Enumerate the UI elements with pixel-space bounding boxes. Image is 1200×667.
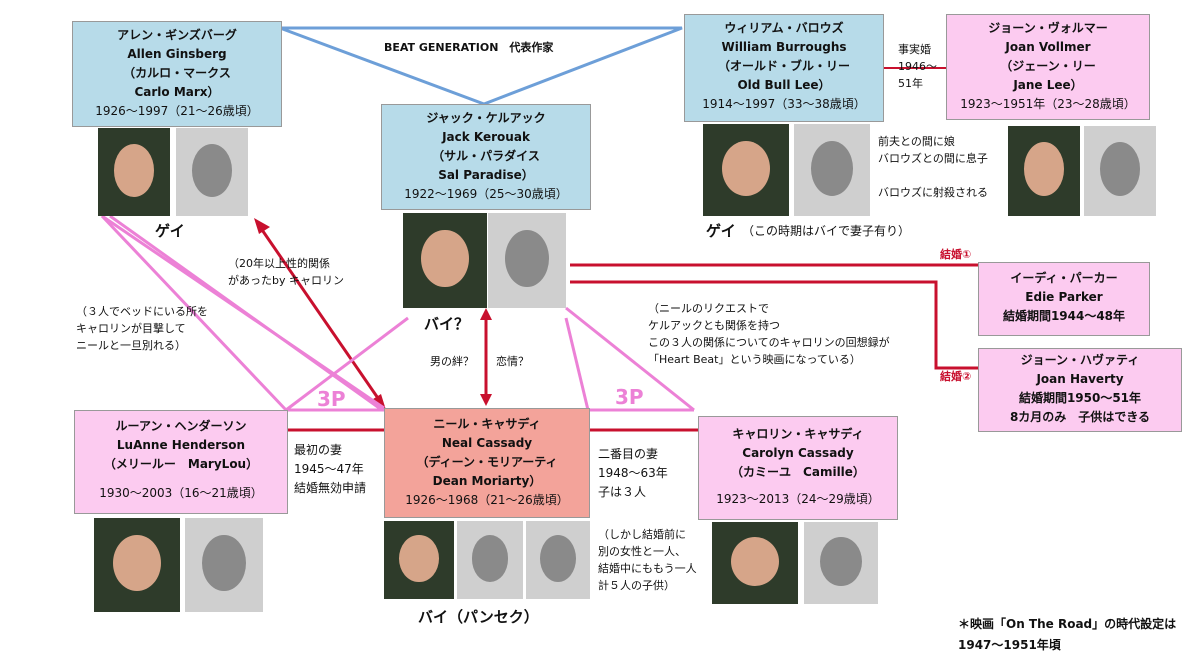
footnote: ＊映画「On The Road」の時代設定は 1947～1951年頃 [958,617,1177,652]
henderson-name-en: LuAnne Henderson [116,438,246,452]
other-children-note: （しかし結婚前に 別の女性と一人、 結婚中にももう一人 計５人の子供） [598,528,697,592]
ginsberg-box: アレン・ギンズバーグ Allen Ginsberg （カルロ・マークス Carl… [72,21,282,127]
vollmer-box: ジョーン・ヴォルマー Joan Vollmer （ジェーン・リー Jane Le… [946,14,1150,120]
henderson-name-jp: ルーアン・ヘンダーソン [115,419,247,433]
burroughs-orientation-tag: ゲイ [706,222,736,240]
vollmer-notes: 前夫との間に娘 バロウズとの間に息子 バロウズに射殺される [878,135,988,199]
common-law-note: 事実婚 1946～ 51年 [898,43,937,90]
vollmer-role-jp: （ジェーン・リー [1000,59,1096,73]
arrowhead-up-ginsberg [254,218,270,234]
beat-generation-triangle [279,26,683,106]
carolyn-actor-photo [712,522,798,604]
kerouac-real-photo [488,213,566,308]
cassady-years: 1926～1968（21～26歳頃） [405,493,569,507]
burroughs-role-jp: （オールド・ブル・リー [717,59,850,73]
burroughs-name-jp: ウィリアム・バロウズ [724,21,844,35]
kerouac-years: 1922～1969（25～30歳頃） [404,187,568,201]
haverty-box: ジョーン・ハヴァティ Joan Haverty 結婚期間1950～51年 8カ月… [978,348,1182,432]
carolyn-name-en: Carolyn Cassady [742,446,854,460]
threesome-luanne-note: （３人でベッドにいる所を キャロリンが目撃して ニールと一旦別れる） [76,305,208,352]
threesome-label-right: 3P [615,385,644,409]
first-wife-note: 最初の妻 1945～47年 結婚無効申請 [294,443,367,495]
arrowhead-up-kerouac [480,308,492,320]
haverty-note: 8カ月のみ 子供はできる [1009,410,1151,424]
kerouac-role-jp: （サル・パラダイス [432,149,540,163]
kerouac-role-en: Sal Paradise） [438,168,534,182]
parker-name-jp: イーディ・パーカー [1010,271,1118,285]
second-wife-note: 二番目の妻 1948～63年 子は３人 [598,447,668,499]
parker-name-en: Edie Parker [1025,290,1103,304]
burroughs-real-photo [794,124,870,216]
vollmer-role-en: Jane Lee） [1013,78,1083,92]
burroughs-role-en: Old Bull Lee） [737,78,831,92]
ginsberg-name-jp: アレン・ギンズバーグ [117,28,237,42]
henderson-box: ルーアン・ヘンダーソン LuAnne Henderson （メリールー Mary… [74,410,288,514]
parker-period: 結婚期間1944～48年 [1002,309,1126,323]
threesome-label-left: 3P [317,387,346,411]
vollmer-name-en: Joan Vollmer [1005,40,1091,54]
kerouac-name-jp: ジャック・ケルアック [426,111,546,125]
henderson-years: 1930～2003（16～21歳頃） [99,486,263,500]
burroughs-orientation-note: （この時期はバイで妻子有り） [742,224,911,238]
cassady-real-photo-1 [457,521,523,599]
ginsberg-role-jp: （カルロ・マークス [123,66,231,80]
haverty-name-jp: ジョーン・ハヴァティ [1020,353,1140,367]
marriage-2-line [570,280,978,370]
vollmer-actor-photo [1008,126,1080,216]
cassady-role-en: Dean Moriarty） [432,474,542,488]
parker-box: イーディ・パーカー Edie Parker 結婚期間1944～48年 [978,262,1150,336]
burroughs-name-en: William Burroughs [721,40,847,54]
henderson-role: （メリールー MaryLou） [103,457,259,471]
ginsberg-cassady-note: （20年以上性的関係 があったby キャロリン [228,257,344,287]
carolyn-kerouac-note: （ニールのリクエストで ケルアックとも関係を持つ この３人の関係についてのキャロ… [648,302,890,366]
ginsberg-real-photo [176,128,248,216]
haverty-period: 結婚期間1950～51年 [1018,391,1142,405]
cassady-box: ニール・キャサディ Neal Cassady （ディーン・モリアーティ Dean… [384,408,590,518]
marriage-2-label: 結婚② [940,370,972,383]
henderson-actor-photo [94,518,180,612]
marriage-1-label: 結婚① [940,248,972,261]
haverty-name-en: Joan Haverty [1036,372,1124,386]
cassady-real-photo-2 [526,521,590,599]
kerouac-name-en: Jack Kerouak [442,130,530,144]
carolyn-role: （カミーユ Camille） [731,465,865,479]
carolyn-real-photo [804,522,878,604]
henderson-real-photo [185,518,263,612]
arrowhead-down-neal [480,394,492,406]
ginsberg-name-en: Allen Ginsberg [127,47,227,61]
kerouac-orientation-tag: バイ？ [424,315,470,333]
bond-note: 男の絆？ [430,355,474,368]
cassady-name-jp: ニール・キャサディ [433,417,541,431]
ginsberg-years: 1926～1997（21～26歳頃） [95,104,259,118]
cassady-name-en: Neal Cassady [441,436,533,450]
ginsberg-role-en: Carlo Marx） [134,85,220,99]
burroughs-box: ウィリアム・バロウズ William Burroughs （オールド・ブル・リー… [684,14,884,122]
ginsberg-cassady-arrow [256,223,384,405]
carolyn-years: 1923～2013（24～29歳頃） [716,492,880,506]
burroughs-actor-photo [703,124,789,216]
vollmer-real-photo [1084,126,1156,216]
vollmer-name-jp: ジョーン・ヴォルマー [988,21,1108,35]
carolyn-box: キャロリン・キャサディ Carolyn Cassady （カミーユ Camill… [698,416,898,520]
kerouac-box: ジャック・ケルアック Jack Kerouak （サル・パラダイス Sal Pa… [381,104,591,210]
carolyn-name-jp: キャロリン・キャサディ [732,427,864,441]
cassady-actor-photo [384,521,454,599]
burroughs-years: 1914～1997（33～38歳頃） [702,97,866,111]
cassady-orientation-tag: バイ（パンセク） [418,608,539,626]
kerouac-actor-photo [403,213,487,308]
love-note: 恋情？ [496,355,529,368]
ginsberg-orientation-tag: ゲイ [155,222,185,240]
vollmer-years: 1923～1951年（23～28歳頃） [960,97,1136,111]
cassady-role-jp: （ディーン・モリアーティ [416,455,558,469]
beat-generation-title: BEAT GENERATION 代表作家 [384,41,554,54]
ginsberg-actor-photo [98,128,170,216]
